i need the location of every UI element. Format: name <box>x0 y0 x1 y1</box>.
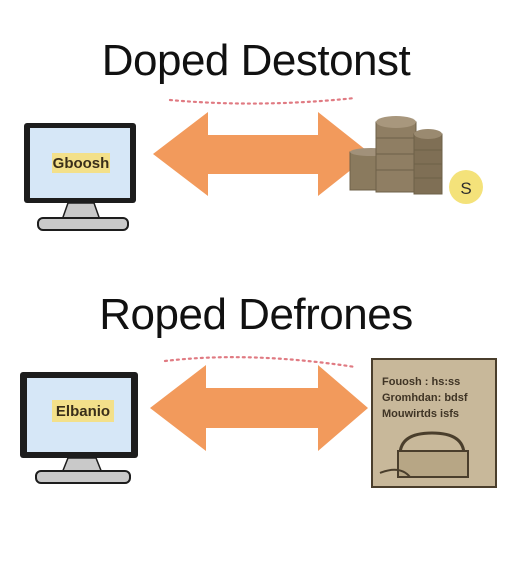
document-line: Fouosh : hs:ss <box>382 376 460 388</box>
coin-stack-icon: S <box>349 116 483 204</box>
monitor-label: Gboosh <box>53 155 110 172</box>
diagram-bottom-svg: Elbanio Fouosh : hs:ss Gromhdan: bdsf Mo… <box>20 356 497 488</box>
document-line: Gromhdan: bdsf <box>382 392 468 404</box>
monitor-label: Elbanio <box>56 403 110 420</box>
computer-monitor-icon: Gboosh <box>24 123 136 231</box>
diagram-top-svg: Gboosh S <box>24 96 483 231</box>
section-title-bottom: Roped Defrones <box>99 290 413 339</box>
document-box-icon: Fouosh : hs:ss Gromhdan: bdsf Mouwirtds … <box>371 358 497 488</box>
dotted-connector-line <box>163 356 357 369</box>
bidirectional-arrow <box>150 365 368 451</box>
coin-symbol: S <box>460 179 471 198</box>
diagram-panel-top: Gboosh S <box>0 90 512 310</box>
document-line: Mouwirtds isfs <box>382 408 459 420</box>
computer-monitor-icon: Elbanio <box>20 372 138 484</box>
monitor-label-box <box>52 153 110 173</box>
monitor-label-box <box>52 400 114 422</box>
dotted-connector-line <box>168 96 357 105</box>
section-title-top: Doped Destonst <box>101 36 411 85</box>
bidirectional-arrow <box>153 112 371 196</box>
coin-icon <box>449 170 483 204</box>
diagram-panel-bottom: Elbanio Fouosh : hs:ss Gromhdan: bdsf Mo… <box>0 345 512 565</box>
